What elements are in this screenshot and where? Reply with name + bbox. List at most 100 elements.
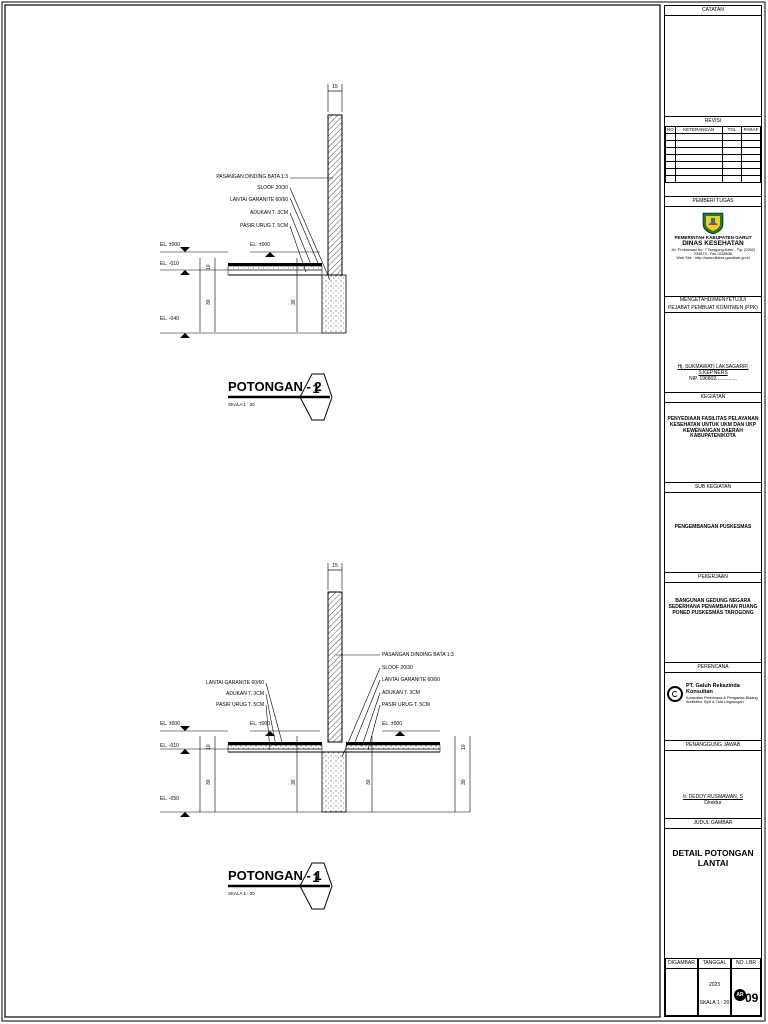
kegiatan-header: KEGIATAN	[665, 393, 761, 403]
perencana-sub: Konsultan Perencana & Pengawas Bidang Ar…	[686, 695, 758, 704]
sub-kegiatan-text: PENGEMBANGAN PUSKESMAS	[674, 524, 752, 530]
catatan-section: CATATAN	[665, 6, 761, 116]
label-left-pasir: PASIR URUG T. 5CM	[216, 702, 264, 708]
label-right-sloof: SLOOF 20/30	[382, 665, 413, 671]
elev-010: EL. -010	[160, 743, 179, 749]
rev-col-ket: KETERANGAN	[674, 126, 723, 134]
tanggal-cell: TANGGAL 2023	[698, 958, 731, 1016]
dim-30b: 30	[291, 299, 297, 305]
dim-10: 10	[206, 744, 212, 750]
wall-hatch	[327, 114, 343, 276]
elev-010: EL. -010	[160, 261, 179, 267]
label-left-lantai: LANTAI GARANITE 60/60	[206, 680, 264, 686]
catatan-header: CATATAN	[665, 6, 761, 16]
elev-040: EL. -040	[160, 316, 179, 322]
elev-050: EL. -050	[160, 796, 179, 802]
ppk-header: PEJABAT PEMBUAT KOMITMEN (PPK)	[665, 304, 761, 313]
pekerjaan-section: PEKERJAAN BANGUNAN GEDUNG NEGARA SEDERHA…	[665, 572, 761, 662]
elev-000: EL. ±000	[160, 721, 180, 727]
sheet-no: 09	[745, 991, 759, 1005]
judul-header: JUDUL GAMBAR	[665, 819, 761, 829]
dim-30: 30	[206, 299, 212, 305]
elev-inner-right: EL. ±000	[382, 721, 402, 727]
sloof	[321, 751, 347, 813]
dim-30: 30	[206, 779, 212, 785]
section-title: POTONGAN - 1	[228, 868, 322, 883]
mengetahui-section: MENGETAHUI/MENYETUJUI PEJABAT PEMBUAT KO…	[665, 296, 761, 392]
label-right-dinding: PASANGAN DINDING BATA 1:3	[382, 652, 454, 658]
judul-section: JUDUL GAMBAR DETAIL POTONGAN LANTAI	[665, 818, 761, 958]
revisi-header: REVISI	[704, 118, 722, 124]
dim-10: 10	[206, 264, 212, 270]
address-text: Jln. Proklamasi No. 7 Tarogong Kaler - T…	[670, 247, 756, 257]
kegiatan-section: KEGIATAN PENYEDIAAN FASILITAS PELAYANAN …	[665, 392, 761, 482]
section-potongan-2: 15 10 30 30 EL. ±000 EL. -010 EL. -040 E…	[160, 84, 347, 421]
floor-mortar	[227, 265, 323, 271]
kegiatan-text: PENYEDIAAN FASILITAS PELAYANAN KESEHATAN…	[667, 416, 759, 440]
pemberi-tugas-section: PEMBERI TUGAS PEMERINTAH KABUPATEN GARUT…	[665, 196, 761, 296]
pekerjaan-header: PEKERJAAN	[665, 573, 761, 583]
elev-inner-left: EL. ±000	[250, 721, 270, 727]
perencana-header: PERENCANA	[665, 663, 761, 673]
label-dinding: PASANGAN DINDING BATA 1:3	[216, 174, 288, 180]
pemberi-tugas-header: PEMBERI TUGAS	[665, 197, 761, 207]
section-potongan-1: 15 10 30 30 30 10 30 EL. ±000 EL. -010 E…	[160, 563, 471, 910]
rev-col-no: NO	[665, 126, 676, 134]
outer-border	[4, 4, 661, 1018]
skala-text: SKALA 1 : 20	[699, 1000, 730, 1006]
dim-top-text: 15	[332, 84, 338, 90]
dim-top-text: 15	[332, 563, 338, 569]
perencana-section: PERENCANA PT. Galuh Rekazinda Konsultan …	[665, 662, 761, 740]
rev-col-paraf: PARAF	[741, 126, 761, 134]
ppk-nip: NIP. 196802...............	[689, 375, 737, 382]
section-marker: 1	[312, 381, 319, 396]
pj-name: Ir. DEDDY RUSMAWAN, S	[683, 794, 743, 800]
digambar-label: DIGAMBAR	[666, 959, 697, 969]
no-lbr-cell: NO. LBR AR 09	[731, 958, 761, 1016]
revisi-section: REVISI NO KETERANGAN TGL PARAF	[665, 116, 761, 196]
wall-hatch	[327, 591, 343, 743]
website-text: Web Site : http://www.dinkes.garutkab.go…	[676, 256, 750, 261]
sub-kegiatan-section: SUB KEGIATAN PENGEMBANGAN PUSKESMAS	[665, 482, 761, 572]
elev-inner: EL. ±000	[250, 242, 270, 248]
pj-role: Direktur	[704, 799, 722, 806]
year-text: 2023	[708, 982, 721, 988]
label-left-adukan: ADUKAN T. 3CM	[226, 691, 264, 697]
label-right-lantai: LANTAI GARANITE 60/60	[382, 677, 440, 683]
label-lantai: LANTAI GARANITE 60/60	[230, 197, 288, 203]
title-block: CATATAN REVISI NO KETERANGAN TGL PARAF P…	[664, 5, 762, 1017]
section-marker: 1	[312, 870, 319, 885]
label-sloof: SLOOF 20/30	[257, 185, 288, 191]
dim-30c: 30	[366, 779, 372, 785]
penanggung-header: PENANGGUNG JAWAB	[665, 741, 761, 751]
garut-logo-icon	[700, 211, 726, 235]
mengetahui-header: MENGETAHUI/MENYETUJUI	[679, 297, 747, 303]
section-scale: SKALA 1 : 20	[228, 402, 255, 407]
dim-30r: 30	[461, 779, 467, 785]
label-pasir: PASIR URUG T. 5CM	[240, 223, 288, 229]
elev-000: EL. ±000	[160, 242, 180, 248]
no-lbr-label: NO. LBR	[732, 959, 760, 969]
label-right-pasir: PASIR URUG T. 5CM	[382, 702, 430, 708]
rev-col-tgl: TGL	[722, 126, 742, 134]
galuh-logo-icon	[667, 685, 683, 702]
section-scale: SKALA 1 : 20	[228, 891, 255, 896]
sheet-code-badge: AR	[734, 989, 746, 1001]
sloof	[321, 274, 347, 334]
dim-10r: 10	[461, 744, 467, 750]
digambar-cell: DIGAMBAR	[665, 958, 698, 1016]
label-adukan: ADUKAN T. 3CM	[250, 210, 288, 216]
label-right-adukan: ADUKAN T. 3CM	[382, 690, 420, 696]
pekerjaan-text: BANGUNAN GEDUNG NEGARA SEDERHANA PENAMBA…	[668, 598, 758, 616]
pemkab-text: PEMERINTAH KABUPATEN GARUT	[674, 235, 752, 240]
dim-30b: 30	[291, 779, 297, 785]
dinas-text: DINAS KESEHATAN	[682, 240, 744, 248]
floor-sand	[227, 269, 323, 276]
judul-text: DETAIL POTONGAN LANTAI	[672, 848, 754, 868]
tanggal-label: TANGGAL	[699, 959, 730, 969]
perencana-name: PT. Galuh Rekazinda Konsultan	[686, 683, 740, 696]
floor-tile	[228, 263, 322, 266]
sub-kegiatan-header: SUB KEGIATAN	[665, 483, 761, 493]
